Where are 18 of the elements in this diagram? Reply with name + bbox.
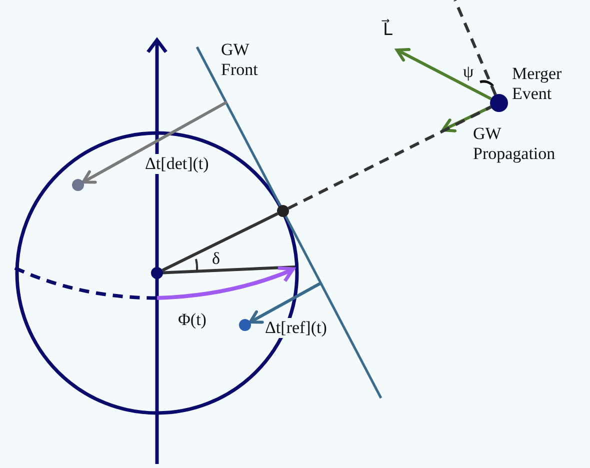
angle-label: δ <box>212 249 220 269</box>
point-marker <box>151 267 163 279</box>
point-marker <box>490 94 508 112</box>
wavefront-label: GW Front <box>221 40 259 80</box>
arrow <box>396 48 492 100</box>
angle-label: ψ <box>463 62 474 82</box>
node-caption: Merger Event <box>512 64 563 104</box>
point-marker <box>72 179 84 191</box>
point-marker <box>277 205 289 217</box>
dashed-line <box>288 106 492 210</box>
line <box>162 212 278 272</box>
edge-label: Δt[det](t) <box>145 154 209 174</box>
phase-label: Φ(t) <box>178 310 206 330</box>
edge-label: Δt[ref](t) <box>265 318 327 338</box>
point-marker <box>239 319 251 331</box>
dashed-line <box>454 0 497 96</box>
arrow <box>82 100 228 184</box>
arrow <box>248 282 322 324</box>
